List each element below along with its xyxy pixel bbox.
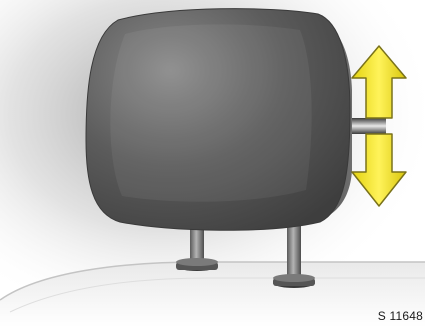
headrest-highlight [110,24,311,201]
adjustment-bar [352,118,386,134]
figure-reference-code: S 11648 [378,309,423,323]
